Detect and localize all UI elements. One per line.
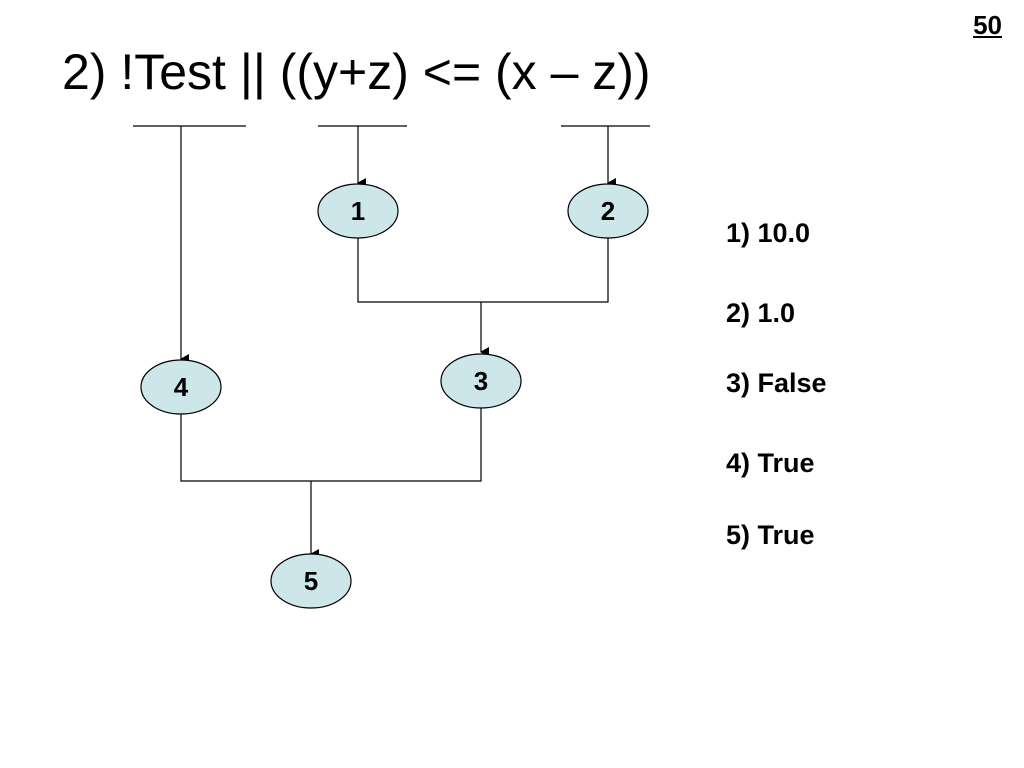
connector-nodes-1-2 [357, 238, 609, 303]
edges [180, 126, 616, 559]
slide-number: 50 [973, 10, 1002, 40]
connector-nodes-4-3 [180, 408, 482, 482]
result-item-1: 1) 10.0 [726, 218, 811, 248]
node-4-ellipse [140, 359, 222, 415]
node-2: 2 [567, 183, 649, 239]
node-5-ellipse [270, 553, 352, 609]
node-5-label: 5 [304, 566, 318, 596]
result-item-4: 4) True [726, 448, 815, 478]
node-5: 5 [270, 553, 352, 609]
node-4: 4 [140, 359, 222, 415]
node-3: 3 [440, 353, 522, 409]
node-1-ellipse [317, 183, 399, 239]
node-1-label: 1 [351, 196, 365, 226]
result-item-5: 5) True [726, 520, 815, 550]
node-3-label: 3 [474, 366, 488, 396]
result-item-2: 2) 1.0 [726, 298, 796, 328]
result-item-3: 3) False [726, 368, 827, 398]
node-4-label: 4 [174, 372, 189, 402]
node-3-ellipse [440, 353, 522, 409]
expression-title: 2) !Test || ((y+z) <= (x – z)) [62, 44, 651, 100]
node-2-label: 2 [601, 196, 615, 226]
node-1: 1 [317, 183, 399, 239]
node-2-ellipse [567, 183, 649, 239]
nodes: 1 2 3 4 5 [140, 183, 649, 609]
